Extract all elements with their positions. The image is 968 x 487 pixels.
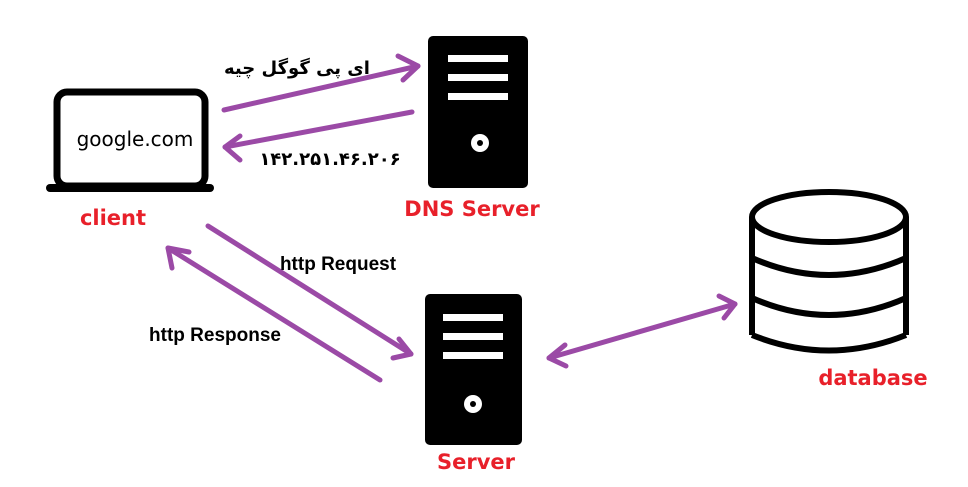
http-request-label: http Request [280,254,397,275]
dns-query-arrow [221,53,421,113]
dns-query-label: ای پی گوگل چیه [224,57,370,79]
http-response-arrow [165,245,383,383]
server-database-arrow [546,293,738,369]
laptop-icon [46,88,214,192]
database-icon [749,189,909,354]
http-response-label: http Response [149,325,281,346]
dns-response-arrow [222,109,415,163]
client-label: client [80,206,146,230]
database-label: database [818,366,927,390]
client-screen-text: google.com [77,127,194,151]
server-label: Server [437,450,516,474]
dns-server-label: DNS Server [404,197,540,221]
http-request-arrow [205,223,414,361]
dns-response-ip-label: ۱۴۲.۲۵۱.۴۶.۲۰۶ [259,149,400,170]
server-icon [428,36,528,188]
server-icon [425,294,522,445]
